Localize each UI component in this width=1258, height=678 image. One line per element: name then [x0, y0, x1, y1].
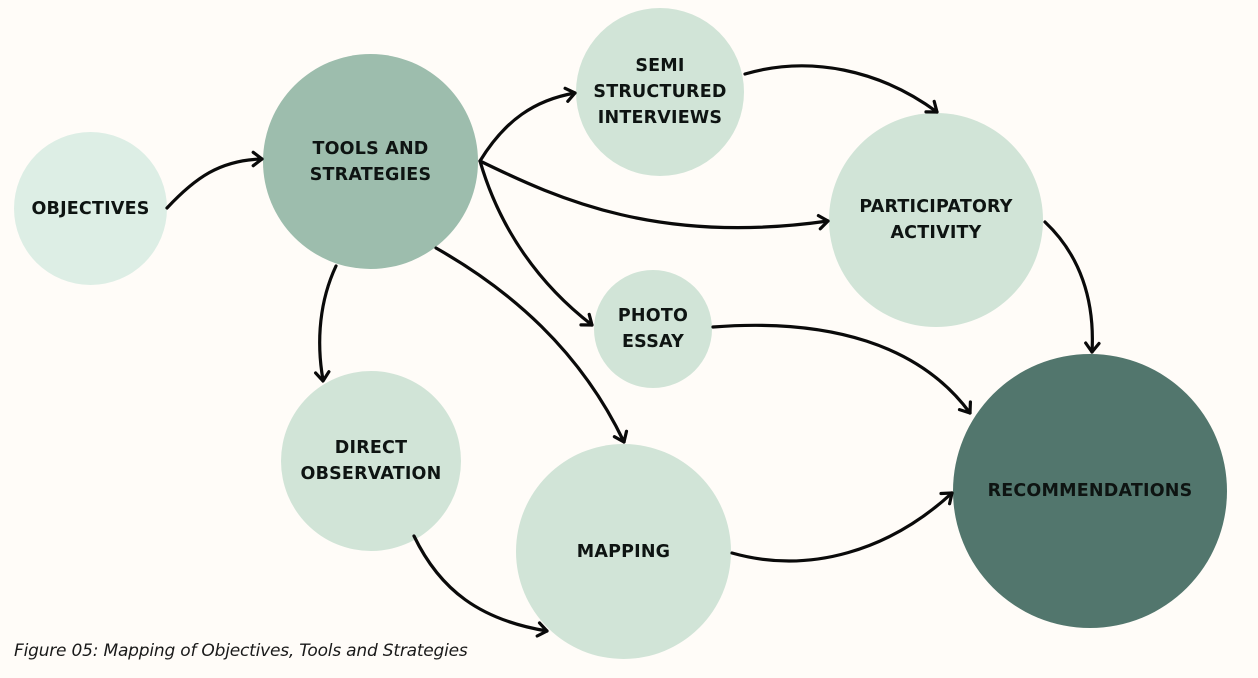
node-direct-observation: DIRECT OBSERVATION: [281, 371, 461, 551]
arrowhead-icon: [816, 214, 830, 231]
arrowhead-icon: [939, 491, 954, 506]
node-recommendations: RECOMMENDATIONS: [953, 354, 1227, 628]
node-mapping: MAPPING: [516, 444, 731, 659]
edge-tools-to-semi: [478, 91, 577, 163]
arrowhead-icon: [563, 86, 577, 103]
node-tools-and-strategies: TOOLS AND STRATEGIES: [263, 54, 478, 269]
node-photo-essay: PHOTO ESSAY: [594, 270, 712, 388]
arrowhead-icon: [579, 312, 594, 327]
node-semi-label: SEMI STRUCTURED INTERVIEWS: [593, 56, 727, 128]
figure-caption: Figure 05: Mapping of Objectives, Tools …: [14, 641, 468, 661]
arrowhead-icon: [612, 429, 629, 444]
edge-objectives-to-tools: [165, 157, 264, 210]
edge-photo-to-recs: [711, 323, 972, 415]
arrowhead-icon: [924, 99, 939, 114]
node-objectives: OBJECTIVES: [14, 132, 167, 285]
node-recommendations-label: RECOMMENDATIONS: [987, 481, 1193, 501]
node-photo-label: PHOTO ESSAY: [617, 306, 689, 352]
node-participatory-label: PARTICIPATORY ACTIVITY: [859, 197, 1013, 243]
node-mapping-label: MAPPING: [576, 541, 671, 562]
arrowhead-icon: [957, 400, 972, 415]
arrowhead-icon: [314, 370, 331, 383]
edge-particip-to-recs: [1043, 220, 1094, 354]
node-semi-structured-interviews: SEMI STRUCTURED INTERVIEWS: [576, 8, 744, 176]
edge-tools-to-direct: [318, 264, 338, 382]
node-objectives-label: OBJECTIVES: [31, 198, 150, 219]
node-tools-label: TOOLS AND STRATEGIES: [309, 138, 432, 185]
arrowhead-icon: [1084, 341, 1101, 354]
node-participatory-activity: PARTICIPATORY ACTIVITY: [829, 113, 1043, 327]
arrowhead-icon: [251, 150, 264, 168]
edge-tools-to-photo: [478, 159, 594, 327]
node-direct-label: DIRECT OBSERVATION: [300, 438, 442, 484]
edge-semi-to-particip: [743, 64, 939, 114]
edge-mapping-to-recs: [730, 491, 954, 563]
